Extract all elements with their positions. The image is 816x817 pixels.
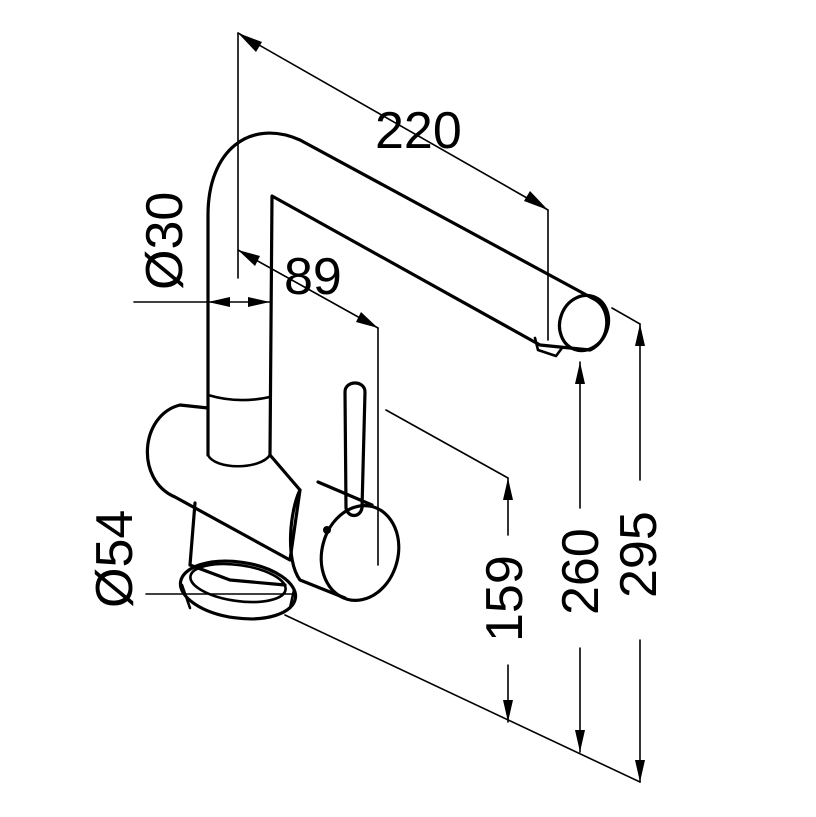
dim-295-arrow-top (635, 324, 645, 346)
handle-cylinder-face (319, 504, 401, 602)
label-spout-diameter: Ø30 (136, 192, 194, 290)
base-ring-edge (180, 583, 296, 610)
spout-end-cap (557, 293, 611, 353)
dim-d30-arrow-left (208, 297, 230, 307)
dim-lever-extension (385, 409, 509, 479)
handle-cylinder-body (289, 480, 374, 600)
dimension-lines (133, 32, 645, 783)
dim-220-arrow-start (238, 33, 262, 52)
label-lever-height: 159 (476, 555, 534, 642)
handle-indicator-dot (323, 526, 331, 534)
lever-handle (343, 381, 367, 518)
pipe-band (206, 393, 272, 402)
base-ring-inner (189, 562, 287, 604)
dim-spout-top-extension (611, 307, 641, 325)
dim-base-extension (284, 614, 641, 783)
dim-295-arrow-bottom (635, 760, 645, 782)
spout-aerator (533, 336, 564, 358)
base-ring-outer (178, 559, 298, 621)
body-junction-curve (206, 453, 272, 468)
dim-159-arrow-top (503, 478, 513, 500)
label-spout-reach: 220 (375, 102, 462, 160)
label-total-height: 295 (610, 511, 668, 598)
label-outlet-height: 260 (552, 528, 610, 615)
label-base-diameter: Ø54 (86, 510, 144, 608)
label-body-offset: 89 (284, 248, 342, 306)
dim-89-arrow-end (356, 312, 378, 328)
faucet-outline (145, 131, 611, 621)
dim-220-line (237, 32, 549, 211)
spout-pipe (206, 131, 609, 457)
dim-159-arrow-bottom (503, 700, 513, 722)
dimension-labels: 220 Ø30 89 Ø54 159 260 295 (86, 102, 668, 642)
body-neck (188, 501, 287, 587)
dim-260-arrow-bottom (575, 730, 585, 752)
body-cylinder (145, 403, 302, 562)
dim-89-arrow-start (238, 250, 260, 266)
dim-220-arrow-end (524, 191, 548, 210)
dim-260-arrow-top (575, 362, 585, 384)
dim-89-line (237, 249, 379, 329)
dim-d30-arrow-right (248, 297, 270, 307)
